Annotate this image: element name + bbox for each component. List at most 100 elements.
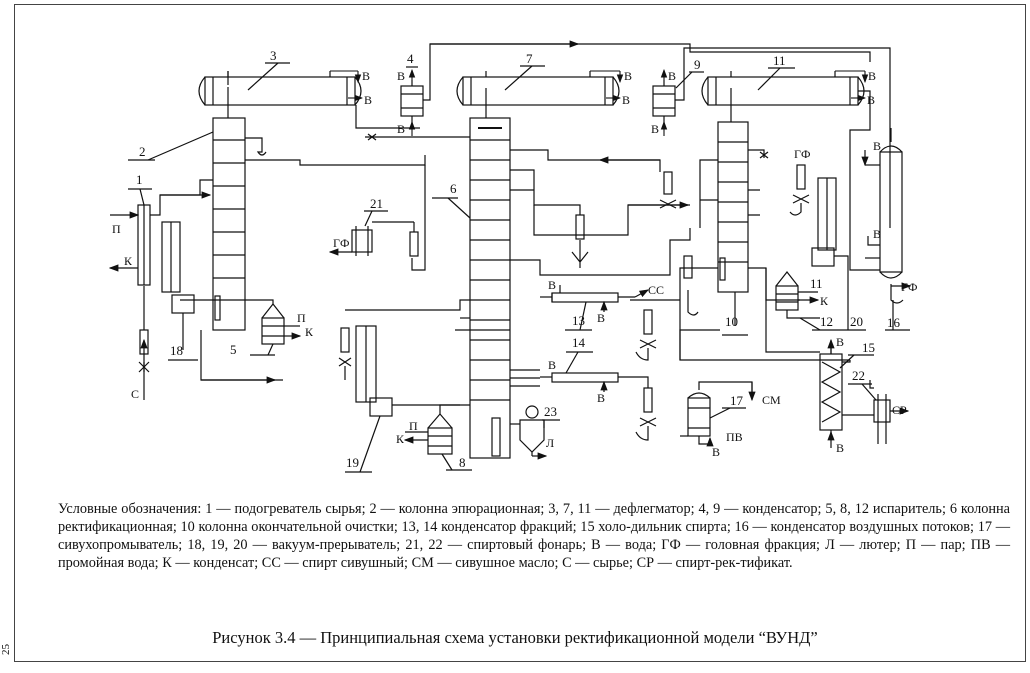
leader-10 <box>722 292 748 336</box>
leader-19 <box>345 415 381 473</box>
vapor-lines <box>227 40 891 228</box>
fusel-washer-17 <box>680 381 756 447</box>
epuration-piping <box>245 105 470 271</box>
label-20: 20 <box>850 314 863 329</box>
label-6: 6 <box>450 181 457 196</box>
wash-water-label: ПВ <box>726 430 743 444</box>
leader-3 <box>247 62 290 91</box>
feed-label: С <box>131 387 139 401</box>
water-arrows <box>330 68 869 136</box>
leader-13 <box>565 301 592 331</box>
label-11-top: 11 <box>773 53 786 68</box>
rotameter-6a <box>659 171 677 209</box>
leader-18 <box>168 313 198 361</box>
label-17: 17 <box>730 393 744 408</box>
rotameter-gf <box>789 164 810 216</box>
evaporator-8 <box>403 404 470 455</box>
label-7: 7 <box>526 51 533 66</box>
leader-2 <box>128 131 214 161</box>
label-14: 14 <box>572 335 586 350</box>
water-label-7b: В <box>622 93 630 107</box>
label-19: 19 <box>346 455 359 470</box>
water-label-7a: В <box>624 69 632 83</box>
water-label-11b: В <box>867 93 875 107</box>
water-label-9b: В <box>651 122 659 136</box>
condensate-label-8: К <box>396 432 405 446</box>
spirit-lantern-22 <box>869 380 910 444</box>
water-label-11a: В <box>868 69 876 83</box>
dephlegmator-11 <box>701 71 865 106</box>
steam-label-1: П <box>112 222 121 236</box>
water-label-9a: В <box>668 69 676 83</box>
leader-15 <box>839 354 874 369</box>
page-number: 25 <box>0 644 12 655</box>
leader-16 <box>885 300 910 331</box>
label-15: 15 <box>862 340 875 355</box>
water-label-14a: В <box>548 358 556 372</box>
water-label-13a: В <box>548 278 556 292</box>
vacuum-breaker-20 <box>811 177 849 330</box>
evaporator-5 <box>245 299 302 345</box>
legend-text: Условные обозначения: 1 — подогреватель … <box>58 501 1010 571</box>
figure-caption: Рисунок 3.4 — Принципиальная схема устан… <box>212 628 818 647</box>
label-2: 2 <box>139 144 146 159</box>
condenser-4 <box>400 80 424 128</box>
epuration-column-2 <box>212 117 246 331</box>
water-label-16a: В <box>873 139 881 153</box>
label-10: 10 <box>725 314 738 329</box>
dephlegmator-3 <box>198 71 362 106</box>
label-21: 21 <box>370 196 383 211</box>
evaporator-12 <box>775 271 820 319</box>
feed-heater-1 <box>137 204 151 286</box>
label-22: 22 <box>852 368 865 383</box>
label-23: 23 <box>544 404 557 419</box>
spirit-lantern-21 <box>328 221 419 257</box>
leader-17 <box>709 407 746 419</box>
label-1: 1 <box>136 172 143 187</box>
fraction-condenser-13 <box>540 285 635 312</box>
condenser-9 <box>652 80 676 128</box>
water-label-17: В <box>712 445 720 459</box>
label-16: 16 <box>887 315 901 330</box>
fraction-condenser-14 <box>540 372 635 392</box>
water-label-14b: В <box>597 391 605 405</box>
rectification-column-6 <box>469 117 511 459</box>
leader-22 <box>848 383 877 401</box>
condensate-label-12: К <box>820 294 829 308</box>
head-fraction-label-10: ГФ <box>794 147 810 161</box>
water-label-3a: В <box>362 69 370 83</box>
condensate-label-5: К <box>305 325 314 339</box>
leader-8 <box>441 453 472 471</box>
label-4: 4 <box>407 51 414 66</box>
label-3: 3 <box>270 48 277 63</box>
label-13: 13 <box>572 313 585 328</box>
page-frame <box>14 4 1026 662</box>
rotameter-19 <box>338 327 352 380</box>
leader-12 <box>799 317 840 331</box>
fusel-spirit-label: СС <box>648 283 664 297</box>
water-labels: В В В В В В В В В В <box>362 69 876 136</box>
final-purification-column-10 <box>717 121 749 293</box>
water-label-16b: В <box>873 227 881 241</box>
leader-6 <box>432 197 471 219</box>
water-label-4b: В <box>397 122 405 136</box>
column-10-piping <box>679 149 850 361</box>
vacuum-breaker-19 <box>355 325 460 417</box>
air-flow-condenser-16 <box>861 128 912 304</box>
rotameter-14 <box>635 387 657 441</box>
rectification-piping <box>455 149 691 331</box>
label-11-evap: 11 <box>810 276 823 291</box>
leader-7 <box>504 65 545 91</box>
fusel-oil-label: СМ <box>762 393 781 407</box>
leader-5 <box>250 343 275 356</box>
water-label-3b: В <box>364 93 372 107</box>
water-label-13b: В <box>597 311 605 325</box>
label-12: 12 <box>820 314 833 329</box>
leader-11 <box>757 67 795 91</box>
label-5: 5 <box>230 342 237 357</box>
water-label-15a: В <box>836 335 844 349</box>
condensate-label-1: К <box>124 254 133 268</box>
spirit-cooler-15 <box>819 338 874 448</box>
steam-label-5: П <box>297 311 306 325</box>
heater-streams <box>108 179 213 400</box>
